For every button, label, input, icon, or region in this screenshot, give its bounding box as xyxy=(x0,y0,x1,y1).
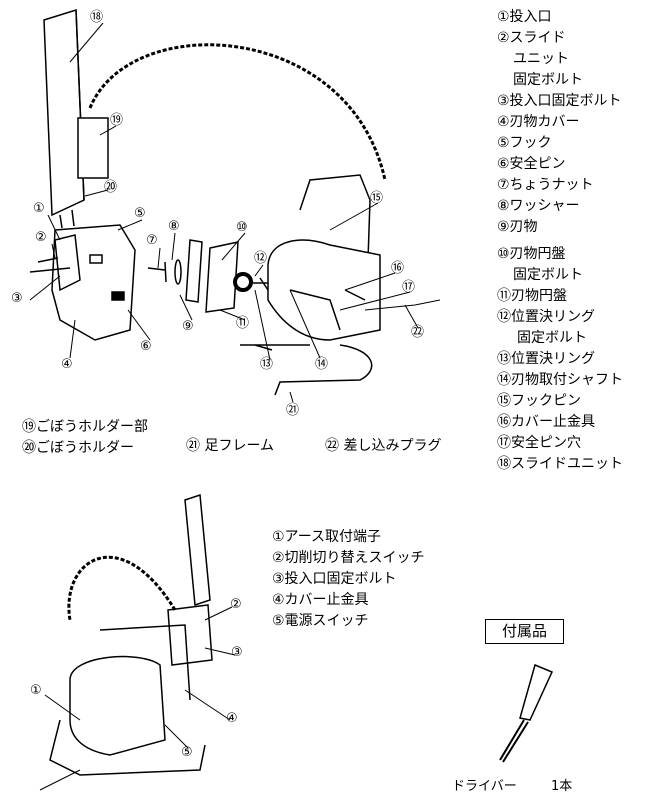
callout-9: ⑨ xyxy=(182,319,194,334)
part-item: ①投入口 xyxy=(497,9,552,25)
legend-item-21: ㉑ 足フレーム xyxy=(186,438,275,454)
accessory-qty: 1本 xyxy=(551,779,573,794)
part-item: ⑦ちょうナット xyxy=(497,177,594,193)
callout-8: ⑧ xyxy=(168,219,180,234)
legend-item-19: ⑲ごぼうホルダー部 xyxy=(22,419,148,435)
callout-13: ⑬ xyxy=(260,357,274,372)
callout-14: ⑭ xyxy=(315,357,329,372)
part-item: ⑨刃物 xyxy=(497,219,538,235)
leader-lines xyxy=(29,22,419,749)
callout-3: ③ xyxy=(11,291,23,306)
callout-21: ㉑ xyxy=(286,403,300,418)
rear-part-item: ⑤電源スイッチ xyxy=(272,613,369,629)
rear-callout-3: ③ xyxy=(231,645,243,660)
parts-list-rear: ①アース取付端子 ②切削切り替えスイッチ ③投入口固定ボルト ④カバー止金具 ⑤… xyxy=(272,527,425,632)
small-parts-drawing xyxy=(147,239,290,313)
part-item: ⑪刃物円盤 xyxy=(497,288,567,304)
accessory-item: ドライバー xyxy=(452,779,517,794)
accessory-heading: 付属品 xyxy=(485,619,564,644)
part-item: ⑮フックピン xyxy=(497,393,581,409)
rear-callout-5: ⑤ xyxy=(181,745,193,760)
part-item: ⑭刃物取付シャフト xyxy=(497,372,623,388)
callout-7: ⑦ xyxy=(146,233,158,248)
callout-6: ⑥ xyxy=(140,339,152,354)
callout-18: ⑱ xyxy=(90,10,104,25)
part-item: ⑤フック xyxy=(497,135,552,151)
motor-frame-drawing xyxy=(240,174,441,396)
part-item: ⑯カバー止金具 xyxy=(497,414,595,430)
part-item: 固定ボルト xyxy=(517,330,587,346)
part-item: ⑬位置決リング xyxy=(497,351,595,367)
callout-17: ⑰ xyxy=(402,280,416,295)
part-item: ⑰安全ピン穴 xyxy=(497,435,581,451)
rear-callout-1: ① xyxy=(30,683,42,698)
part-item: ⑥安全ピン xyxy=(497,156,566,172)
blade-cover-drawing xyxy=(29,224,136,341)
callout-19: ⑲ xyxy=(110,113,124,128)
legend-item-20: ⑳ごぼうホルダー xyxy=(22,440,134,456)
part-item: ③投入口固定ボルト xyxy=(497,93,622,109)
part-item: ②スライド xyxy=(497,30,566,46)
rear-part-item: ①アース取付端子 xyxy=(272,529,382,545)
callout-4: ④ xyxy=(61,357,73,372)
callout-16: ⑯ xyxy=(391,261,405,276)
legend-item-22: ㉒ 差し込みプラグ xyxy=(325,438,442,454)
part-item: ⑧ワッシャー xyxy=(497,198,580,214)
callout-5: ⑤ xyxy=(134,206,146,221)
callout-22: ㉒ xyxy=(411,325,425,340)
callout-2: ② xyxy=(35,230,47,245)
rear-callout-4: ④ xyxy=(226,711,238,726)
part-item: ⑱スライドユニット xyxy=(497,456,623,472)
callout-11: ⑪ xyxy=(236,316,250,331)
part-item: ユニット xyxy=(513,51,569,67)
part-item: 固定ボルト xyxy=(513,72,583,88)
callout-15: ⑮ xyxy=(370,191,384,206)
part-item: 固定ボルト xyxy=(513,267,583,283)
rear-callout-2: ② xyxy=(230,597,242,612)
rear-part-item: ②切削切り替えスイッチ xyxy=(272,550,425,566)
callout-1: ① xyxy=(33,201,45,216)
rear-view-machine-drawing xyxy=(39,493,213,791)
callout-20: ⑳ xyxy=(104,180,118,195)
part-item: ⑫位置決リング xyxy=(497,309,595,325)
parts-list-main: ①投入口 ②スライド ユニット 固定ボルト ③投入口固定ボルト ④刃物カバー ⑤… xyxy=(497,7,623,475)
slide-unit-drawing xyxy=(43,8,387,229)
callout-12: ⑫ xyxy=(254,251,268,266)
part-item: ⑩刃物円盤 xyxy=(497,246,566,262)
part-item: ④刃物カバー xyxy=(497,114,580,130)
callout-10: ⑩ xyxy=(236,220,248,235)
rear-part-item: ④カバー止金具 xyxy=(272,592,369,608)
screwdriver-drawing xyxy=(499,663,554,763)
rear-part-item: ③投入口固定ボルト xyxy=(272,571,397,587)
